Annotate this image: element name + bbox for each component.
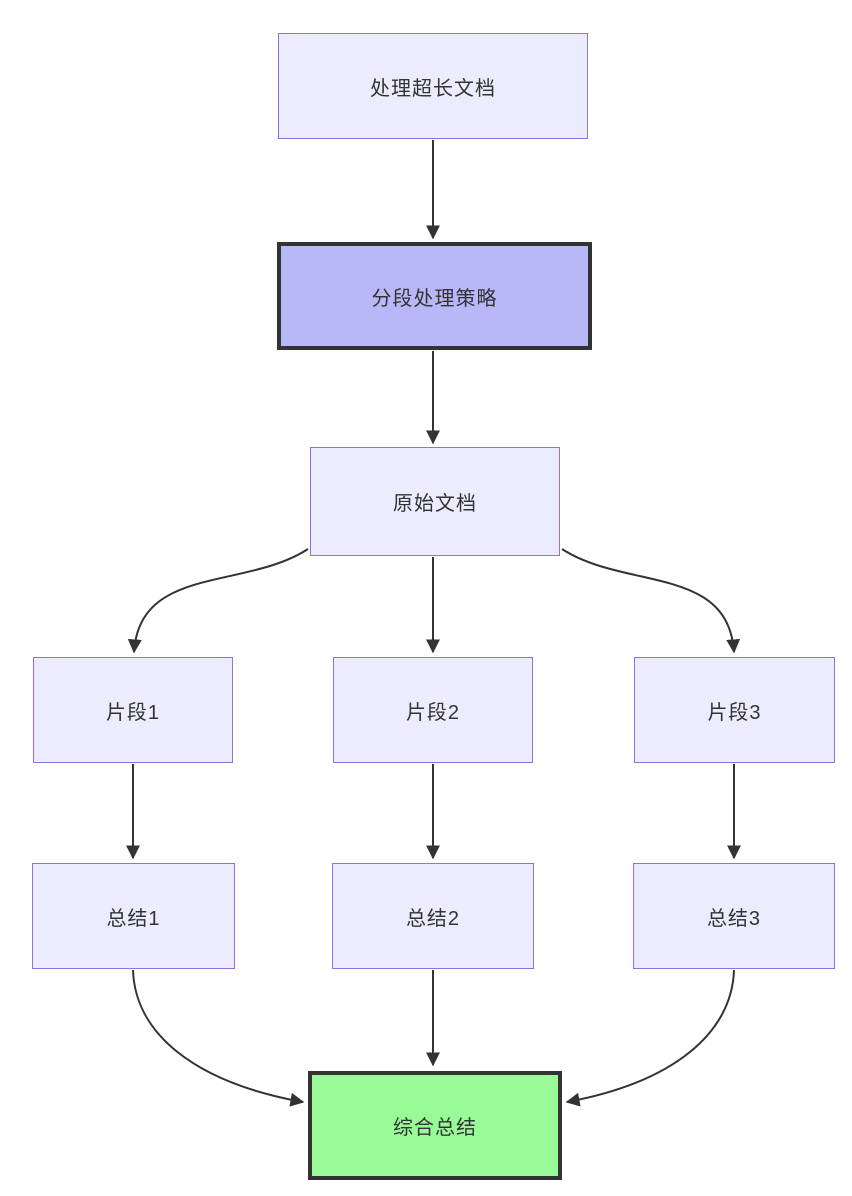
edge-summary-1-to-final xyxy=(132,969,305,1107)
node-segmentation-strategy-label: 分段处理策略 xyxy=(371,287,498,310)
edge-original-to-fragment-1 xyxy=(127,548,309,654)
node-process-long-document-label: 处理超长文档 xyxy=(370,77,496,100)
node-fragment-1: 片段1 xyxy=(33,657,233,763)
node-final-summary-label: 综合总结 xyxy=(393,1117,477,1139)
node-summary-2-label: 总结2 xyxy=(405,907,461,930)
node-final-summary: 综合总结 xyxy=(308,1071,562,1180)
node-fragment-3: 片段3 xyxy=(634,657,835,763)
node-summary-2: 总结2 xyxy=(332,863,534,969)
node-original-document: 原始文档 xyxy=(310,447,560,556)
node-summary-1: 总结1 xyxy=(32,863,235,969)
node-fragment-2-label: 片段2 xyxy=(405,701,461,724)
node-original-document-label: 原始文档 xyxy=(393,493,477,515)
node-fragment-3-label: 片段3 xyxy=(707,701,762,724)
node-summary-3: 总结3 xyxy=(633,863,835,969)
edge-original-to-fragment-3 xyxy=(561,548,741,654)
node-summary-1-label: 总结1 xyxy=(106,907,161,930)
edge-summary-3-to-final xyxy=(565,969,735,1107)
node-process-long-document: 处理超长文档 xyxy=(278,33,588,139)
node-segmentation-strategy: 分段处理策略 xyxy=(277,242,592,350)
node-fragment-2: 片段2 xyxy=(333,657,533,763)
node-summary-3-label: 总结3 xyxy=(706,907,762,930)
node-fragment-1-label: 片段1 xyxy=(105,701,161,724)
